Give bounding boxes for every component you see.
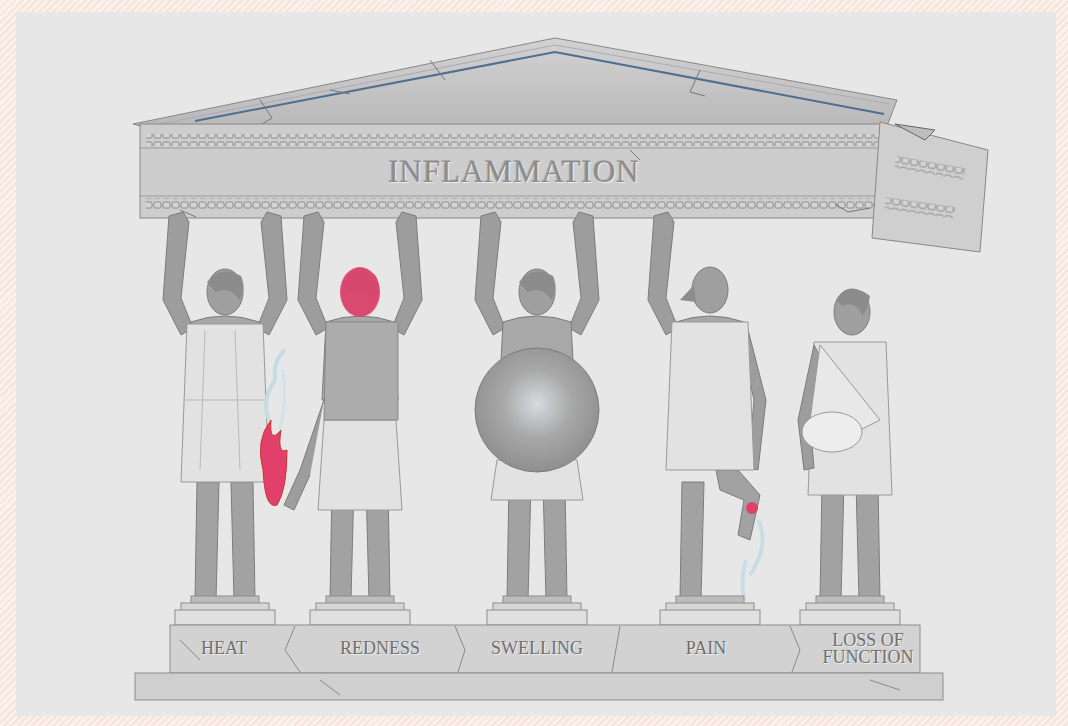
pillar-label: HEAT xyxy=(169,640,279,657)
temple-title: INFLAMMATION xyxy=(388,154,639,190)
pillar-label: SWELLING xyxy=(467,640,607,657)
pillar-label: LOSS OF FUNCTION xyxy=(818,632,918,666)
entablature-band: INFLAMMATION xyxy=(140,146,888,198)
pillar-label: REDNESS xyxy=(310,640,450,657)
pillar-label: PAIN xyxy=(651,640,761,657)
